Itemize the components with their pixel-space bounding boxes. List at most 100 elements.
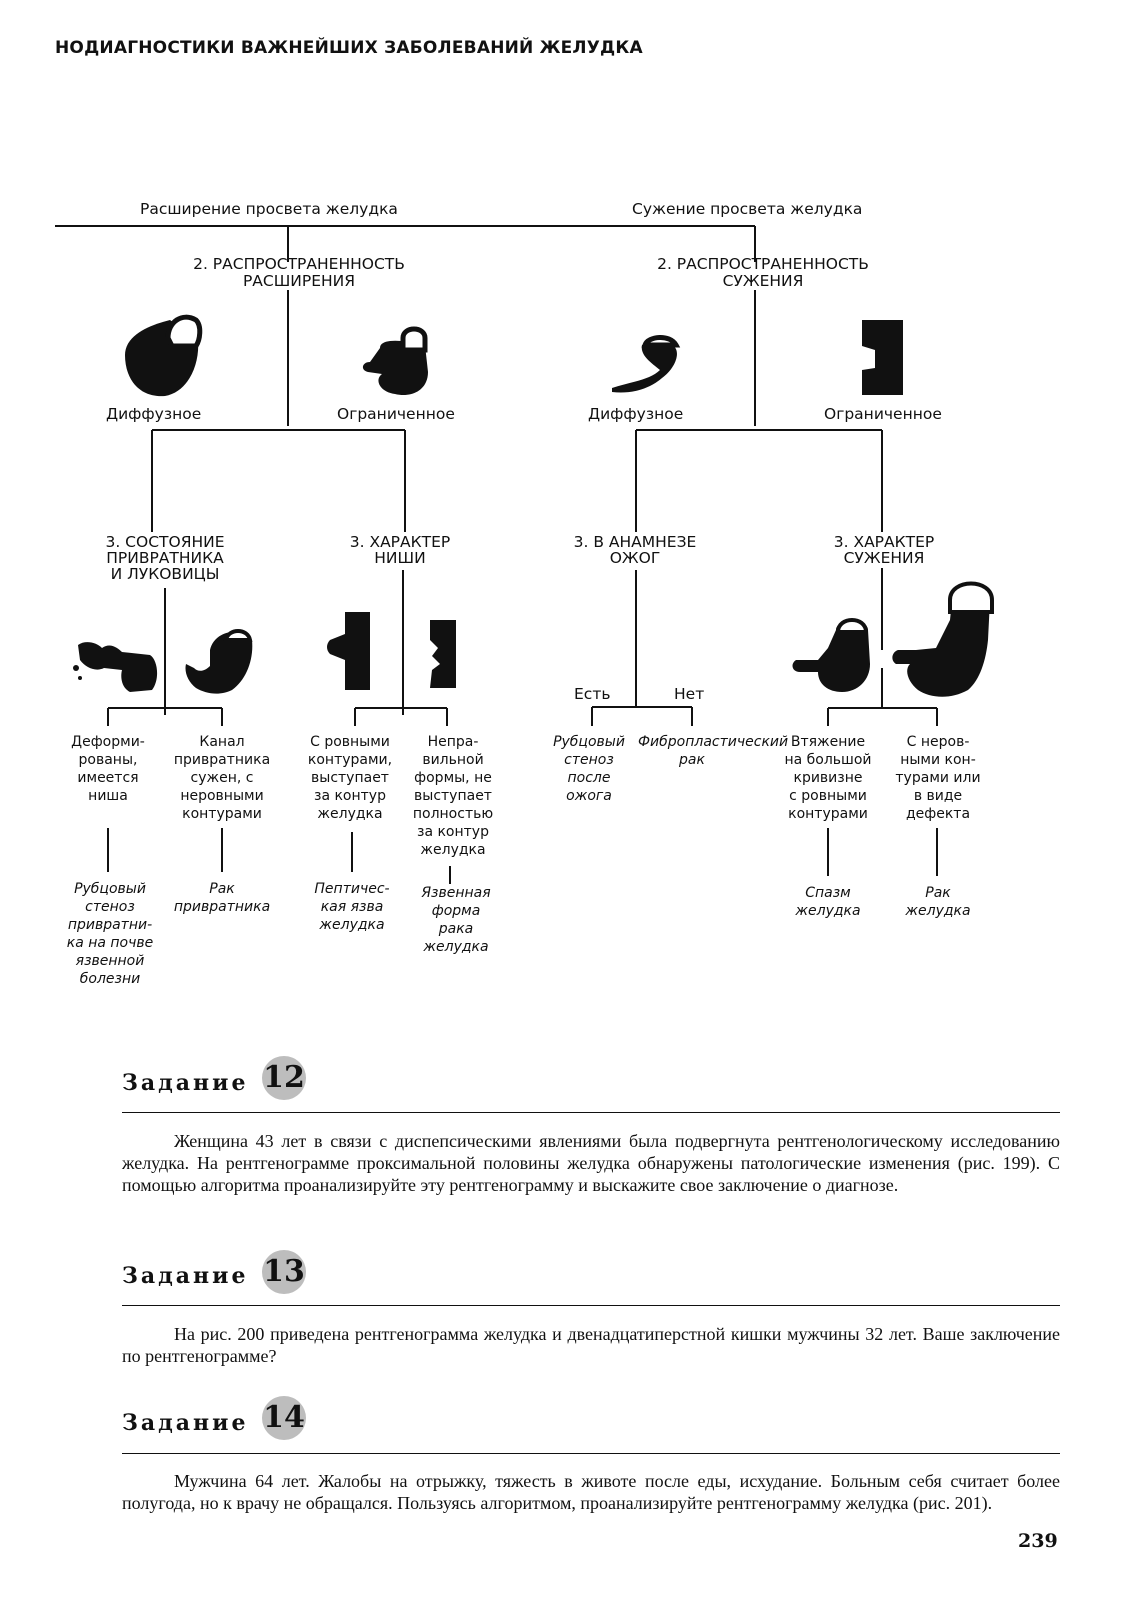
leaf-line: имеется <box>77 770 139 786</box>
result-line: Пептичес- <box>314 881 390 897</box>
task-text: Женщина 43 лет в связи с диспепсическими… <box>122 1131 1060 1195</box>
task-number-badge: 13 <box>262 1250 306 1294</box>
leaf-line: неровными <box>180 788 264 804</box>
leaf-line: Рубцовый <box>553 734 625 750</box>
result-peptic-ulcer: Пептичес- кая язва желудка <box>306 880 398 934</box>
stomach-limited-dilated-icon <box>362 326 428 396</box>
leaf-line: желудка <box>420 842 486 858</box>
leaf-fibroplastic-cancer: Фибропластический рак <box>638 733 788 769</box>
stomach-silhouettes <box>73 314 994 697</box>
leaf-line: ожога <box>566 788 612 804</box>
leaf-irregular-defect: С неров- ными кон- турами или в виде деф… <box>888 733 988 823</box>
leaf-line: стеноз <box>564 752 614 768</box>
title-pylorus-state: 3. СОСТОЯНИЕ ПРИВРАТНИКА И ЛУКОВИЦЫ <box>80 534 250 582</box>
title-dilation-extent-line2: РАСШИРЕНИЯ <box>242 272 356 290</box>
result-line: желудка <box>423 939 489 955</box>
result-scar-stenosis-pylorus: Рубцовый стеноз привратни- ка на почве я… <box>66 880 154 988</box>
label-right-diffuse: Диффузное <box>588 405 684 423</box>
stomach-limited-narrowed-icon <box>862 320 903 395</box>
result-line: рака <box>438 921 474 937</box>
leaf-smooth-niche: С ровными контурами, выступает за контур… <box>298 733 402 823</box>
leaf-line: контурами, <box>307 752 393 768</box>
result-stomach-cancer: Рак желудка <box>900 884 976 920</box>
leaf-line: полностью <box>412 806 494 822</box>
title-niche-line1: 3. ХАРАКТЕР <box>349 533 451 551</box>
stomach-diffuse-dilated-icon <box>125 314 203 397</box>
niche-irregular-icon <box>430 620 456 688</box>
leaf-line: Фибропластический <box>638 734 789 750</box>
leaf-line: Втяжение <box>790 734 866 750</box>
leaf-line: за контур <box>314 788 386 804</box>
stomach-diffuse-narrowed-icon <box>612 335 681 393</box>
leaf-line: С неров- <box>906 734 970 750</box>
result-line: желудка <box>319 917 385 933</box>
result-ulcerative-cancer: Язвенная форма рака желудка <box>410 884 502 956</box>
result-line: Язвенная <box>421 885 491 901</box>
leaf-line: контурами <box>182 806 262 822</box>
result-line: форма <box>431 903 481 919</box>
title-niche-character: 3. ХАРАКТЕР НИШИ <box>330 534 470 566</box>
result-line: Рак <box>925 885 951 901</box>
title-narrowing-extent-line2: СУЖЕНИЯ <box>722 272 804 290</box>
leaf-pylorus-channel: Канал привратника сужен, с неровными кон… <box>166 733 278 823</box>
leaf-line: рак <box>679 752 705 768</box>
leaf-line: с ровными <box>789 788 867 804</box>
title-dilation-extent-line1: 2. РАСПРОСТРАНЕННОСТЬ <box>193 255 405 273</box>
result-line: болезни <box>79 971 141 987</box>
task-number-badge: 14 <box>262 1396 306 1440</box>
leaf-line: турами или <box>895 770 981 786</box>
task-divider <box>122 1305 1060 1306</box>
leaf-line: кривизне <box>793 770 863 786</box>
result-pylorus-cancer: Рак привратника <box>172 880 272 916</box>
page-number: 239 <box>1018 1530 1058 1552</box>
title-burn-history: 3. В АНАМНЕЗЕ ОЖОГ <box>560 534 710 566</box>
result-line: привратни- <box>67 917 153 933</box>
leaf-line: после <box>567 770 611 786</box>
title-narrow-char-line1: 3. ХАРАКТЕР <box>833 533 935 551</box>
top-label-narrowing: Сужение просвета желудка <box>632 200 863 218</box>
result-line: Рубцовый <box>74 881 146 897</box>
result-line: желудка <box>905 903 971 919</box>
niche-smooth-icon <box>327 612 370 690</box>
task-number-badge: 12 <box>262 1056 306 1100</box>
title-narrowing-extent: 2. РАСПРОСТРАНЕННОСТЬ СУЖЕНИЯ <box>622 256 904 290</box>
label-right-limited: Ограниченное <box>824 405 942 423</box>
leaf-line: привратника <box>173 752 271 768</box>
algorithm-diagram-lines <box>55 225 994 884</box>
title-niche-line2: НИШИ <box>374 549 426 567</box>
label-left-diffuse: Диффузное <box>106 405 202 423</box>
title-pylorus-line2: ПРИВРАТНИКА <box>106 549 224 567</box>
label-yes: Есть <box>574 685 611 703</box>
running-header: НОДИАГНОСТИКИ ВАЖНЕЙШИХ ЗАБОЛЕВАНИЙ ЖЕЛУ… <box>55 38 643 58</box>
leaf-line: Деформи- <box>71 734 145 750</box>
result-line: Рак <box>209 881 235 897</box>
title-narrowing-extent-line1: 2. РАСПРОСТРАНЕННОСТЬ <box>657 255 869 273</box>
leaf-line: сужен, с <box>190 770 254 786</box>
leaf-line: рованы, <box>78 752 138 768</box>
leaf-line: С ровными <box>310 734 390 750</box>
task-text: На рис. 200 приведена рентгенограмма жел… <box>122 1324 1060 1366</box>
leaf-line: Непра- <box>427 734 479 750</box>
leaf-line: Канал <box>199 734 245 750</box>
leaf-deformed-niche: Деформи- рованы, имеется ниша <box>68 733 148 805</box>
leaf-scar-stenosis-burn: Рубцовый стеноз после ожога <box>548 733 630 805</box>
title-narrowing-character: 3. ХАРАКТЕР СУЖЕНИЯ <box>814 534 954 566</box>
leaf-retraction-smooth: Втяжение на большой кривизне с ровными к… <box>778 733 878 823</box>
title-narrow-char-line2: СУЖЕНИЯ <box>843 549 925 567</box>
narrowing-smooth-icon <box>792 618 870 692</box>
result-line: Спазм <box>805 885 851 901</box>
task-divider <box>122 1453 1060 1454</box>
leaf-line: контурами <box>788 806 868 822</box>
leaf-line: выступает <box>414 788 492 804</box>
result-line: ка на почве <box>66 935 154 951</box>
title-dilation-extent: 2. РАСПРОСТРАНЕННОСТЬ РАСШИРЕНИЯ <box>158 256 440 290</box>
title-pylorus-line3: И ЛУКОВИЦЫ <box>110 565 220 583</box>
title-burn-line1: 3. В АНАМНЕЗЕ <box>573 533 697 551</box>
result-line: язвенной <box>75 953 145 969</box>
leaf-line: вильной <box>422 752 484 768</box>
leaf-line: формы, не <box>414 770 492 786</box>
leaf-line: ниша <box>88 788 128 804</box>
task-divider <box>122 1112 1060 1113</box>
task-text: Мужчина 64 лет. Жалобы на отрыжку, тяжес… <box>122 1471 1060 1513</box>
narrowing-irregular-icon <box>892 581 994 697</box>
